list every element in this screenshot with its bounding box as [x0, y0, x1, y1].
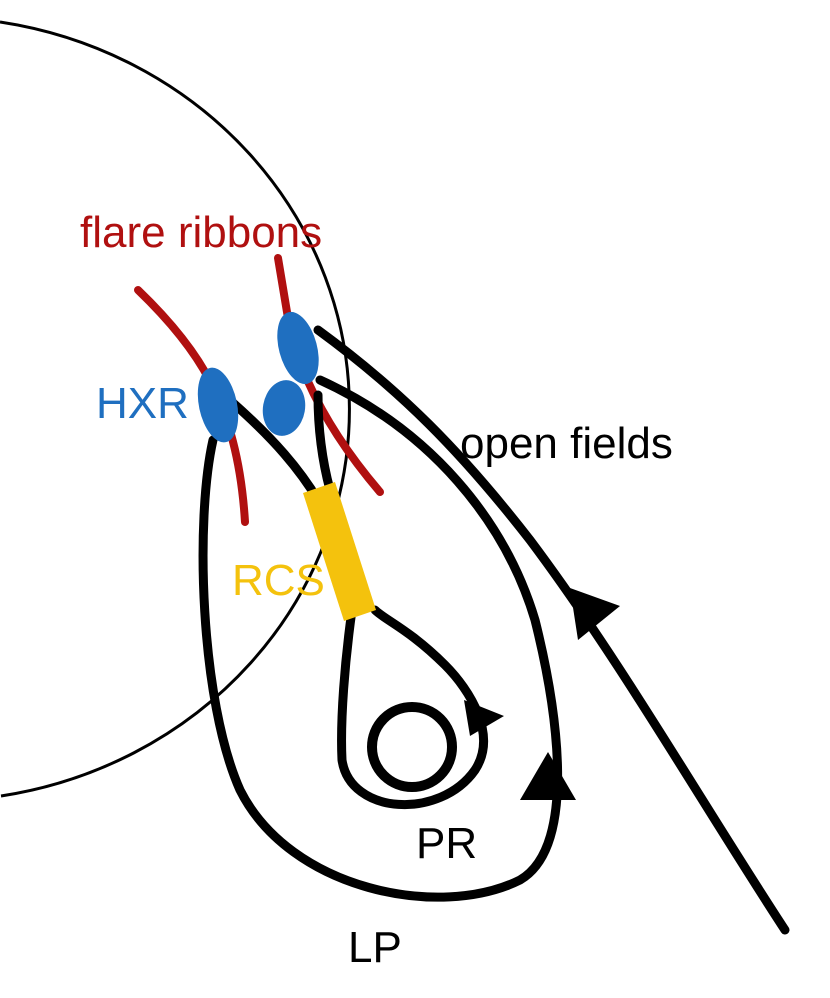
middle-loop-line — [227, 397, 323, 505]
open-fields-label: open fields — [460, 419, 673, 468]
lp-loop — [198, 375, 563, 902]
hxr-right — [277, 311, 319, 385]
rcs-label: RCS — [232, 556, 325, 605]
hxr-label: HXR — [96, 379, 189, 428]
rcs-bar — [303, 482, 376, 621]
flare-ribbons-label: flare ribbons — [80, 208, 322, 257]
hxr-middle — [262, 380, 306, 436]
lp-label: LP — [348, 923, 402, 972]
hxr-sources — [197, 311, 319, 443]
arrowheads — [464, 588, 620, 800]
lp-arrow — [520, 752, 576, 800]
open-field-arrow — [570, 588, 620, 640]
hxr-left — [197, 367, 239, 443]
pr-arrow — [464, 700, 504, 736]
open-field-line — [313, 325, 790, 935]
pr-loop — [337, 605, 489, 810]
pr-label: PR — [416, 819, 477, 868]
plasmoid-circle — [367, 702, 457, 792]
solar-limb-arc — [0, 20, 351, 798]
pr-upper-leg — [313, 390, 335, 495]
field-lines — [198, 325, 790, 935]
